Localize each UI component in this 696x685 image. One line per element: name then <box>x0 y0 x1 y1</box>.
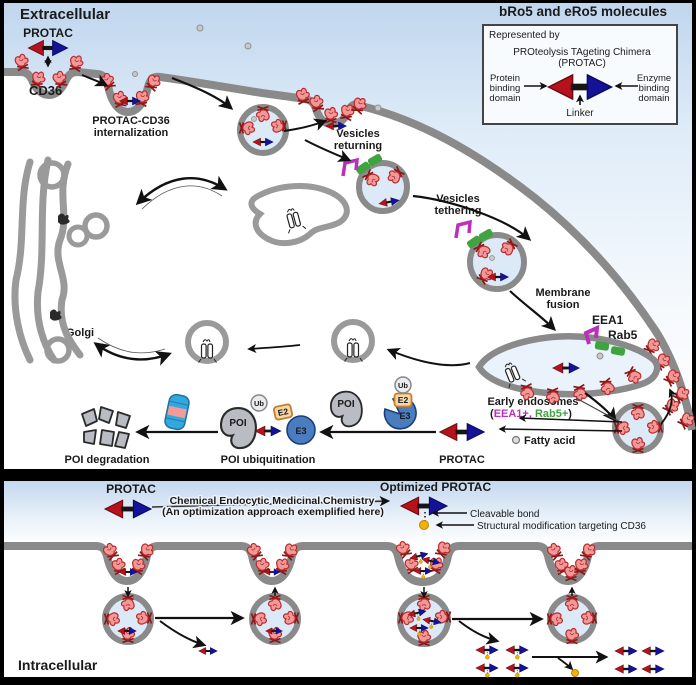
recycling-vesicle <box>612 402 664 454</box>
returning-vesicle <box>341 153 410 214</box>
cell-membrane <box>4 68 696 431</box>
fatty-acid-label: Fatty acid <box>524 435 575 447</box>
e2-label: E2 <box>277 406 290 418</box>
ub-label: Ub <box>254 399 264 408</box>
protein-domain-line3: domain <box>489 93 520 104</box>
eea1-icon <box>454 219 472 239</box>
vesicles-tethering-line1: Vesicles <box>436 193 479 205</box>
ub-icon <box>394 376 412 394</box>
vesicles-returning-line2: returning <box>334 140 382 152</box>
poi-e3-pair: POI E3 E2 Ub <box>328 376 417 430</box>
tubular-endosome <box>248 183 350 247</box>
early-endosomes-label: Early endosomes <box>487 396 578 408</box>
membrane-fusion-line2: fusion <box>547 299 580 311</box>
chimera-label-line2: (PROTAC) <box>558 58 606 69</box>
intracellular-label: Intracellular <box>18 657 98 673</box>
eea1-icon <box>583 324 600 345</box>
optimized-protac-icon <box>400 496 448 530</box>
tethering-vesicle <box>454 219 527 292</box>
released-modification-icon <box>571 669 579 677</box>
pathway-arrows <box>81 74 678 440</box>
optimization-arrow <box>151 496 391 508</box>
enzyme-domain-line2: binding <box>639 83 670 94</box>
protein-domain-line1: Protein <box>490 73 520 84</box>
e3-label: E3 <box>399 411 410 421</box>
protac-label: PROTAC <box>106 482 156 496</box>
fatty-acid-icon <box>511 435 521 445</box>
internalization-label-line1: PROTAC-CD36 <box>92 115 169 127</box>
protac-top-label: PROTAC <box>23 26 73 40</box>
endocytic-vesicle <box>102 593 154 645</box>
chimera-label-line1: PROteolysis TAgeting Chimera <box>513 47 651 58</box>
enzyme-domain-line1: Enzyme <box>637 73 671 84</box>
structural-modification-label: Structural modification targeting CD36 <box>477 521 646 532</box>
fatty-acid-dots <box>132 24 382 112</box>
endocytic-vesicle-optimized <box>397 593 452 647</box>
vesicles-returning-line1: Vesicles <box>336 128 379 140</box>
top-panel: Extracellular PROTAC CD36 PROTAC-CD36 in… <box>4 3 696 469</box>
protac-bottom-label: PROTAC <box>439 454 485 466</box>
enzyme-domain-line3: domain <box>638 93 669 104</box>
poi-label: POI <box>229 418 246 429</box>
bottom-arrows <box>124 586 609 671</box>
endocytic-vesicle <box>249 593 301 645</box>
transport-vesicle <box>185 320 229 364</box>
legend-title: bRo5 and eRo5 molecules <box>499 4 667 19</box>
bottom-panel: PROTAC Chemical Endocytic Medicinal Chem… <box>4 480 692 677</box>
recycling-vesicle <box>546 594 598 645</box>
eea1-label: EEA1 <box>592 313 624 327</box>
ub-label: Ub <box>398 381 408 390</box>
proteasome-icon <box>164 393 190 431</box>
poi-degradation-label: POI degradation <box>65 454 150 466</box>
extracellular-label: Extracellular <box>20 6 110 23</box>
cleavable-bond-label: Cleavable bond <box>470 509 540 520</box>
golgi-cargo-icon <box>58 213 70 225</box>
represented-by-label: Represented by <box>489 30 560 41</box>
strategy-line1: Chemical Endocytic Medicinal Chemistry <box>170 495 375 507</box>
cd36-label: CD36 <box>29 83 62 98</box>
legend-box: bRo5 and eRo5 molecules Represented by P… <box>482 4 678 125</box>
linker-label: Linker <box>566 108 594 119</box>
e2-label: E2 <box>398 395 409 405</box>
internalization-label-line2: internalization <box>94 127 169 139</box>
membrane-fusion-line1: Membrane <box>535 287 590 299</box>
poi-label: POI <box>337 399 354 410</box>
rab5-label: Rab5 <box>608 328 638 342</box>
poi-degradation-fragments <box>81 406 131 449</box>
golgi-label: Golgi <box>66 327 94 339</box>
internalized-vesicle <box>237 104 289 156</box>
ubiquitination-complex: POI E3 E2 Ub <box>219 394 316 450</box>
protein-domain-line2: binding <box>490 83 521 94</box>
optimized-protac-label: Optimized PROTAC <box>380 480 491 494</box>
golgi-apparatus <box>11 156 110 364</box>
early-endosome <box>475 324 661 405</box>
golgi-cargo-icon <box>50 309 62 321</box>
strategy-line2: (An optimization approach exemplified he… <box>162 506 384 518</box>
transport-vesicle <box>331 319 375 363</box>
poi-ubiquitination-label: POI ubiquitination <box>221 454 316 466</box>
e3-label: E3 <box>295 426 306 436</box>
